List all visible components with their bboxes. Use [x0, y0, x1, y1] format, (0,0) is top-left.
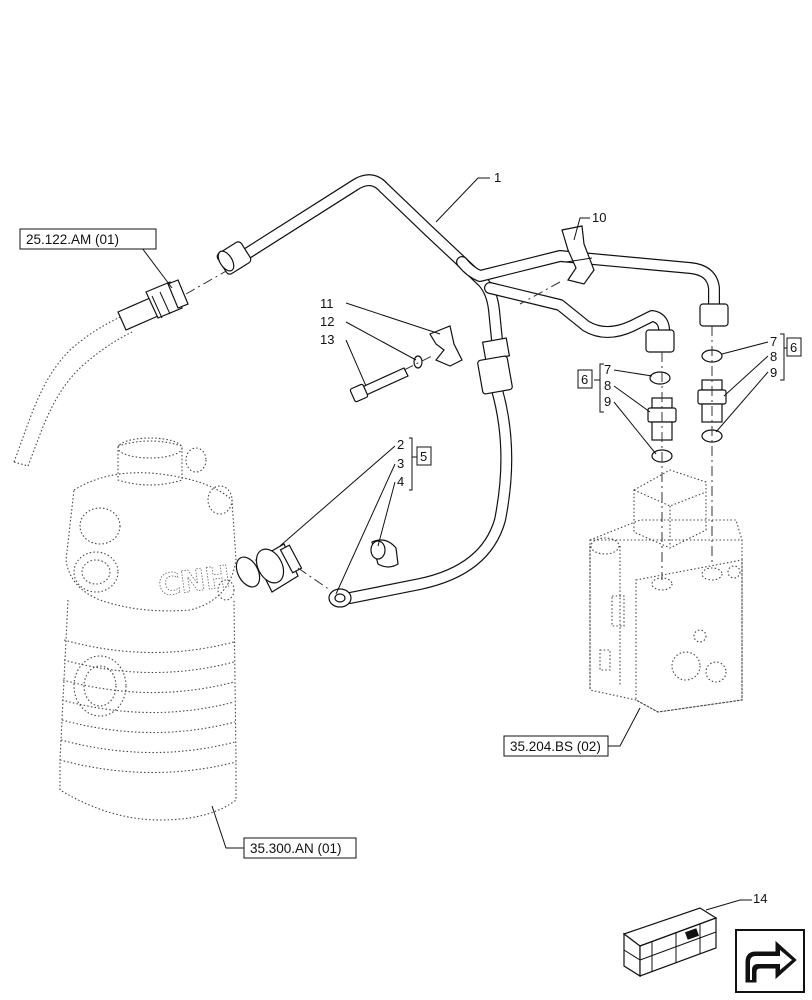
- reference-label-35-204-bs: 35.204.BS (02): [510, 739, 601, 754]
- leader-lines: [141, 177, 769, 911]
- callout-9-left: 9: [604, 394, 611, 409]
- callout-10: 10: [592, 210, 606, 225]
- next-page-arrow-icon[interactable]: [735, 929, 805, 993]
- plug-4: [370, 539, 399, 568]
- reference-label-25-122-am: 25.122.AM (01): [26, 232, 119, 247]
- callout-6-left-box: 6: [577, 369, 593, 389]
- callout-8-right: 8: [770, 349, 777, 364]
- callout-14: 14: [753, 891, 767, 906]
- valve-block: [589, 469, 743, 713]
- washer-12: [413, 355, 423, 369]
- centerline-fitting-to-nut: [185, 269, 229, 295]
- reference-link-35-204-bs[interactable]: 35.204.BS (02): [503, 735, 609, 757]
- centerline-sensor: [297, 567, 331, 591]
- context-hose: [13, 315, 133, 467]
- callout-9-right: 9: [770, 365, 777, 380]
- hose-fitting: [117, 279, 189, 331]
- callout-6-right: 6: [790, 340, 797, 355]
- callout-8-left: 8: [604, 378, 611, 393]
- screw-13: [349, 367, 409, 403]
- callout-5: 5: [420, 449, 427, 464]
- pipe-assembly: [216, 174, 729, 608]
- callout-5-box: 5: [416, 446, 432, 466]
- centerline-clip-11: [403, 355, 433, 371]
- callout-1: 1: [494, 170, 501, 185]
- brackets: [409, 333, 788, 491]
- callout-6-left: 6: [581, 372, 588, 387]
- centerline-clip-10: [519, 281, 561, 305]
- reference-label-35-300-an: 35.300.AN (01): [250, 841, 342, 856]
- crate-kit-icon: [622, 907, 718, 978]
- sensor-2: [235, 543, 303, 593]
- oring-7-left: [649, 371, 671, 385]
- callout-7-left: 7: [604, 362, 611, 377]
- reference-link-35-300-an[interactable]: 35.300.AN (01): [243, 837, 357, 859]
- callout-6-right-box: 6: [786, 337, 802, 357]
- clip-10: [561, 225, 595, 285]
- callout-12: 12: [320, 314, 334, 329]
- callout-2: 2: [397, 437, 404, 452]
- callout-11: 11: [320, 296, 334, 311]
- callout-13: 13: [320, 332, 334, 347]
- callout-7-right: 7: [770, 334, 777, 349]
- callout-4: 4: [397, 474, 404, 489]
- reference-link-25-122-am[interactable]: 25.122.AM (01): [19, 228, 157, 250]
- clip-11: [429, 325, 463, 367]
- filter-housing: [59, 437, 237, 821]
- callout-3: 3: [397, 456, 404, 471]
